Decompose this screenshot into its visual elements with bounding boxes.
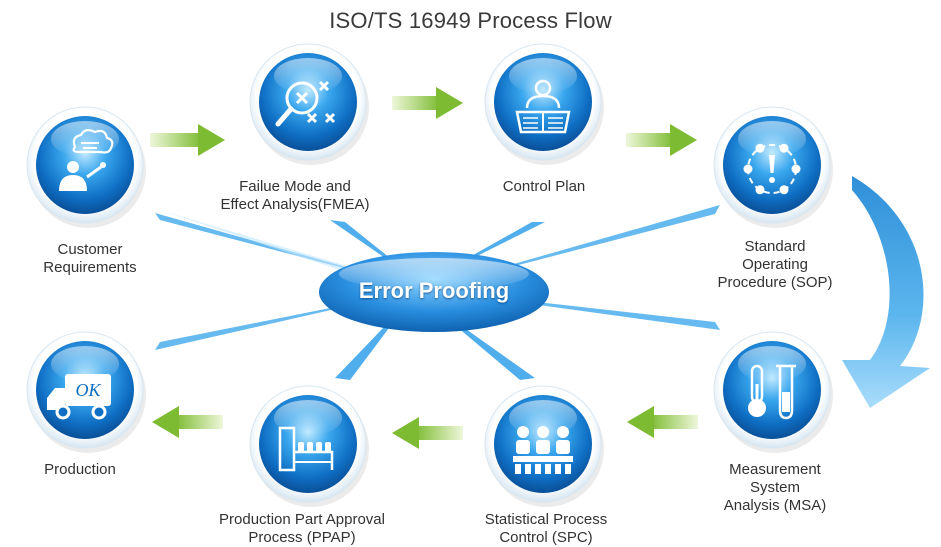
approval-line-icon (278, 426, 334, 472)
people-group-icon (513, 426, 573, 474)
node-customer (26, 106, 146, 228)
node-spc (484, 385, 604, 507)
customer-thought-icon (59, 128, 114, 191)
arrow-msa-to-spc (627, 406, 698, 438)
thermometer-testtube-icon (748, 364, 796, 420)
node-production: OK (26, 331, 146, 453)
exclamation-cycle-icon (743, 143, 801, 195)
arrow-ppap-to-production (152, 406, 223, 438)
svg-text:OK: OK (75, 380, 101, 400)
arrow-sop-to-msa (842, 176, 930, 408)
arrow-spc-to-ppap (392, 417, 463, 449)
node-control (484, 43, 604, 165)
label-production: Production (44, 461, 116, 478)
flow-arrows (150, 87, 698, 449)
arrow-customer-to-fmea (150, 124, 225, 156)
error-proofing-label: Error Proofing (358, 278, 510, 303)
node-msa (713, 331, 833, 453)
person-document-icon (515, 79, 571, 134)
arrow-fmea-to-control (392, 87, 463, 119)
node-ppap (249, 385, 369, 507)
label-control-plan: Control Plan (502, 178, 586, 195)
magnifier-x-icon (275, 80, 336, 127)
error-proofing-node (319, 252, 549, 332)
arrow-control-to-sop (626, 124, 697, 156)
diagram-title: ISO/TS 16949 Process Flow (329, 8, 612, 33)
ok-truck-icon: OK (47, 374, 111, 420)
node-fmea (249, 43, 369, 165)
node-sop (713, 106, 833, 228)
